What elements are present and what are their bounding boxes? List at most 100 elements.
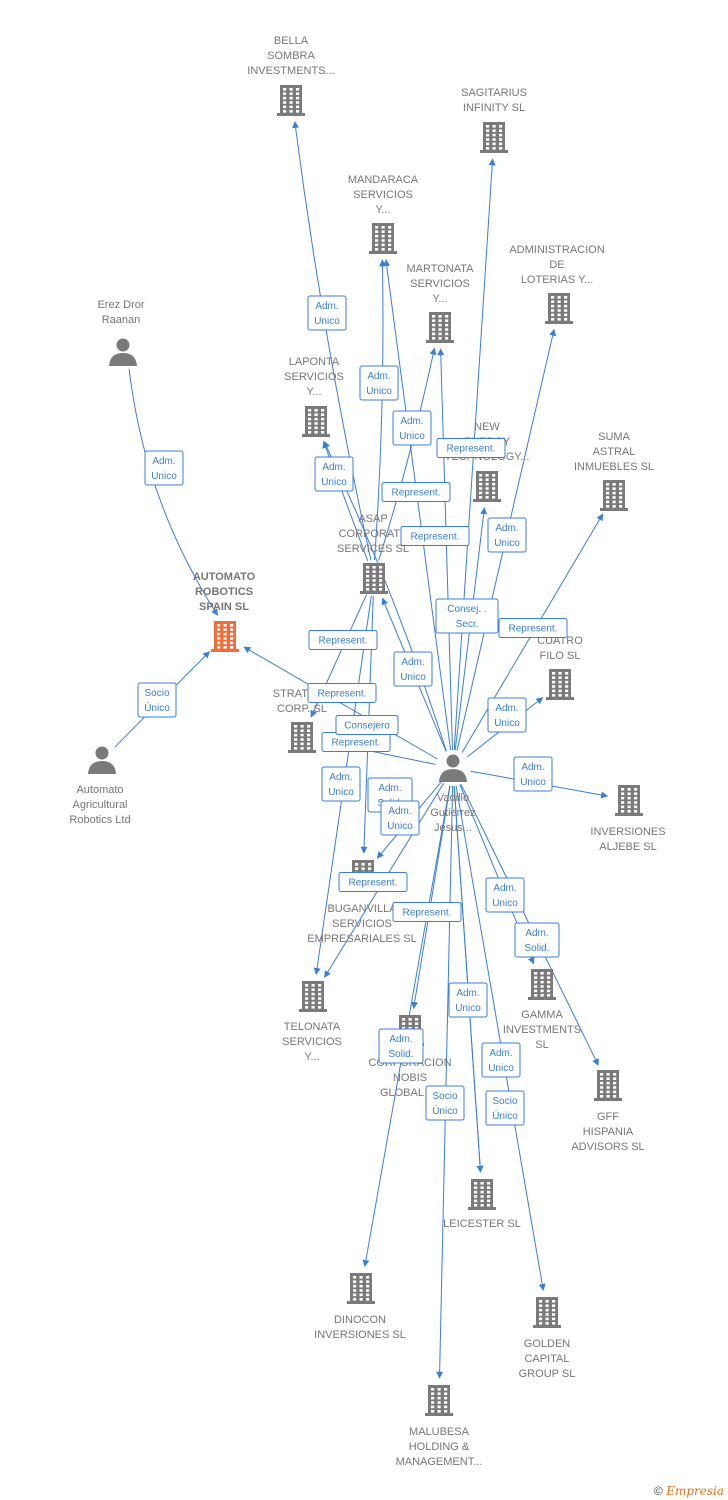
node-label-line[interactable]: INVESTMENTS: [503, 1024, 581, 1036]
building-icon[interactable]: [615, 785, 643, 816]
building-icon[interactable]: [468, 1179, 496, 1210]
person-icon[interactable]: [88, 746, 116, 775]
node-label-line[interactable]: GOLDEN: [524, 1338, 571, 1350]
node-label-line[interactable]: Y...: [304, 1051, 319, 1063]
node-label-line[interactable]: ALJEBE SL: [599, 841, 656, 853]
building-icon[interactable]: [545, 293, 573, 324]
node-label-line[interactable]: MALUBESA: [409, 1426, 470, 1438]
node-label-line[interactable]: GROUP SL: [519, 1368, 576, 1380]
node-label-line[interactable]: Erez Dror: [97, 299, 144, 311]
building-icon[interactable]: [369, 223, 397, 254]
node-laponta[interactable]: LAPONTA SERVICIOS Y...: [284, 356, 344, 437]
node-label-line[interactable]: SERVICIOS: [332, 918, 392, 930]
node-label-line[interactable]: NEW: [474, 421, 500, 433]
node-malubesa[interactable]: MALUBESA HOLDING & MANAGEMENT...: [396, 1385, 483, 1468]
node-label-line[interactable]: BELLA: [274, 35, 309, 47]
node-label-line[interactable]: INFINITY SL: [463, 102, 525, 114]
node-mandaraca[interactable]: MANDARACA SERVICIOS Y...: [348, 174, 419, 254]
node-leicester[interactable]: LEICESTER SL: [443, 1179, 521, 1230]
node-label-line[interactable]: DE: [549, 259, 564, 271]
node-label-line[interactable]: MANAGEMENT...: [396, 1456, 483, 1468]
node-label-line[interactable]: TELONATA: [284, 1021, 341, 1033]
node-label-line[interactable]: HOLDING &: [409, 1441, 470, 1453]
node-label-line[interactable]: Jesus...: [434, 822, 472, 834]
node-label-line[interactable]: GAMMA: [521, 1009, 563, 1021]
node-label-line[interactable]: LOTERIAS Y...: [521, 274, 593, 286]
building-icon[interactable]: [211, 621, 239, 652]
node-label-line[interactable]: ASTRAL: [593, 446, 636, 458]
node-label-line[interactable]: INVESTMENTS...: [247, 65, 334, 77]
node-asap[interactable]: ASAP CORPORATE SERVICES SL: [337, 513, 409, 594]
building-icon[interactable]: [299, 981, 327, 1012]
building-icon[interactable]: [600, 480, 628, 511]
footer-brand[interactable]: © Empresia: [654, 1484, 724, 1498]
node-label-line[interactable]: BUGANVILLA: [327, 903, 397, 915]
building-icon[interactable]: [347, 1273, 375, 1304]
node-bella[interactable]: BELLA SOMBRA INVESTMENTS...: [247, 35, 335, 116]
node-aljebe[interactable]: INVERSIONES ALJEBE SL: [590, 785, 666, 853]
node-label-line[interactable]: Y...: [306, 386, 321, 398]
node-label-line[interactable]: CAPITAL: [524, 1353, 569, 1365]
node-label-line[interactable]: CORPORATE: [339, 528, 408, 540]
node-sagitarius[interactable]: SAGITARIUS INFINITY SL: [461, 87, 527, 153]
node-label-line[interactable]: ADMINISTRACION: [509, 244, 604, 256]
building-icon[interactable]: [533, 1297, 561, 1328]
node-automato[interactable]: AUTOMATO ROBOTICS SPAIN SL: [193, 571, 256, 652]
node-label-line[interactable]: Automato: [76, 784, 123, 796]
node-label-line[interactable]: SERVICIOS: [284, 371, 344, 383]
node-martonata[interactable]: MARTONATA SERVICIOS Y...: [406, 263, 474, 343]
node-golden[interactable]: GOLDEN CAPITAL GROUP SL: [519, 1297, 576, 1380]
node-label-line[interactable]: LEICESTER SL: [443, 1218, 521, 1230]
node-label-line[interactable]: INVERSIONES: [590, 826, 665, 838]
node-administracion[interactable]: ADMINISTRACION DE LOTERIAS Y...: [509, 244, 605, 324]
node-telonata[interactable]: TELONATA SERVICIOS Y...: [282, 981, 342, 1063]
building-icon[interactable]: [480, 122, 508, 153]
node-label-line[interactable]: ROBOTICS: [195, 586, 253, 598]
node-label-line[interactable]: INVERSIONES SL: [314, 1329, 406, 1341]
node-label-line[interactable]: Gutierrez: [430, 807, 475, 819]
node-label-line[interactable]: Y...: [432, 293, 447, 305]
person-icon[interactable]: [109, 338, 137, 367]
node-label-line[interactable]: Y...: [375, 204, 390, 216]
person-icon[interactable]: [439, 754, 467, 783]
node-vadillo[interactable]: VadilloGutierrezJesus...: [430, 754, 476, 835]
node-label-line[interactable]: SPAIN SL: [199, 601, 249, 613]
node-label-line[interactable]: MANDARACA: [348, 174, 419, 186]
node-label-line[interactable]: EMPRESARIALES SL: [307, 933, 416, 945]
node-label-line[interactable]: Raanan: [102, 314, 141, 326]
node-dinocon[interactable]: DINOCON INVERSIONES SL: [314, 1273, 406, 1341]
node-label-line[interactable]: SERVICIOS: [353, 189, 413, 201]
node-label-line[interactable]: MARTONATA: [406, 263, 474, 275]
node-gamma[interactable]: GAMMA INVESTMENTS SL: [503, 969, 581, 1051]
node-label-line[interactable]: FILO SL: [540, 650, 581, 662]
node-label-line[interactable]: Vadillo: [437, 792, 469, 804]
building-icon[interactable]: [473, 471, 501, 502]
node-label-line[interactable]: ASAP: [358, 513, 387, 525]
node-label-line[interactable]: SERVICES SL: [337, 543, 409, 555]
node-suma[interactable]: SUMA ASTRAL INMUEBLES SL: [574, 431, 654, 511]
node-label-line[interactable]: SOMBRA: [267, 50, 315, 62]
building-icon[interactable]: [425, 1385, 453, 1416]
building-icon[interactable]: [288, 722, 316, 753]
node-label-line[interactable]: SERVICIOS: [282, 1036, 342, 1048]
node-label-line[interactable]: SERVICIOS: [410, 278, 470, 290]
node-label-line[interactable]: SL: [535, 1039, 548, 1051]
node-label-line[interactable]: SAGITARIUS: [461, 87, 527, 99]
node-label-line[interactable]: SUMA: [598, 431, 630, 443]
building-icon[interactable]: [277, 85, 305, 116]
node-label-line[interactable]: HISPANIA: [583, 1126, 634, 1138]
node-label-line[interactable]: ADVISORS SL: [571, 1141, 644, 1153]
node-label-line[interactable]: AUTOMATO: [193, 571, 256, 583]
node-label-line[interactable]: INMUEBLES SL: [574, 461, 654, 473]
building-icon[interactable]: [360, 563, 388, 594]
node-label-line[interactable]: LAPONTA: [289, 356, 340, 368]
node-label-line[interactable]: GLOBAL SL: [380, 1087, 440, 1099]
building-icon[interactable]: [528, 969, 556, 1000]
building-icon[interactable]: [302, 406, 330, 437]
node-label-line[interactable]: Agricultural: [72, 799, 127, 811]
building-icon[interactable]: [546, 669, 574, 700]
node-label-line[interactable]: DINOCON: [334, 1314, 386, 1326]
